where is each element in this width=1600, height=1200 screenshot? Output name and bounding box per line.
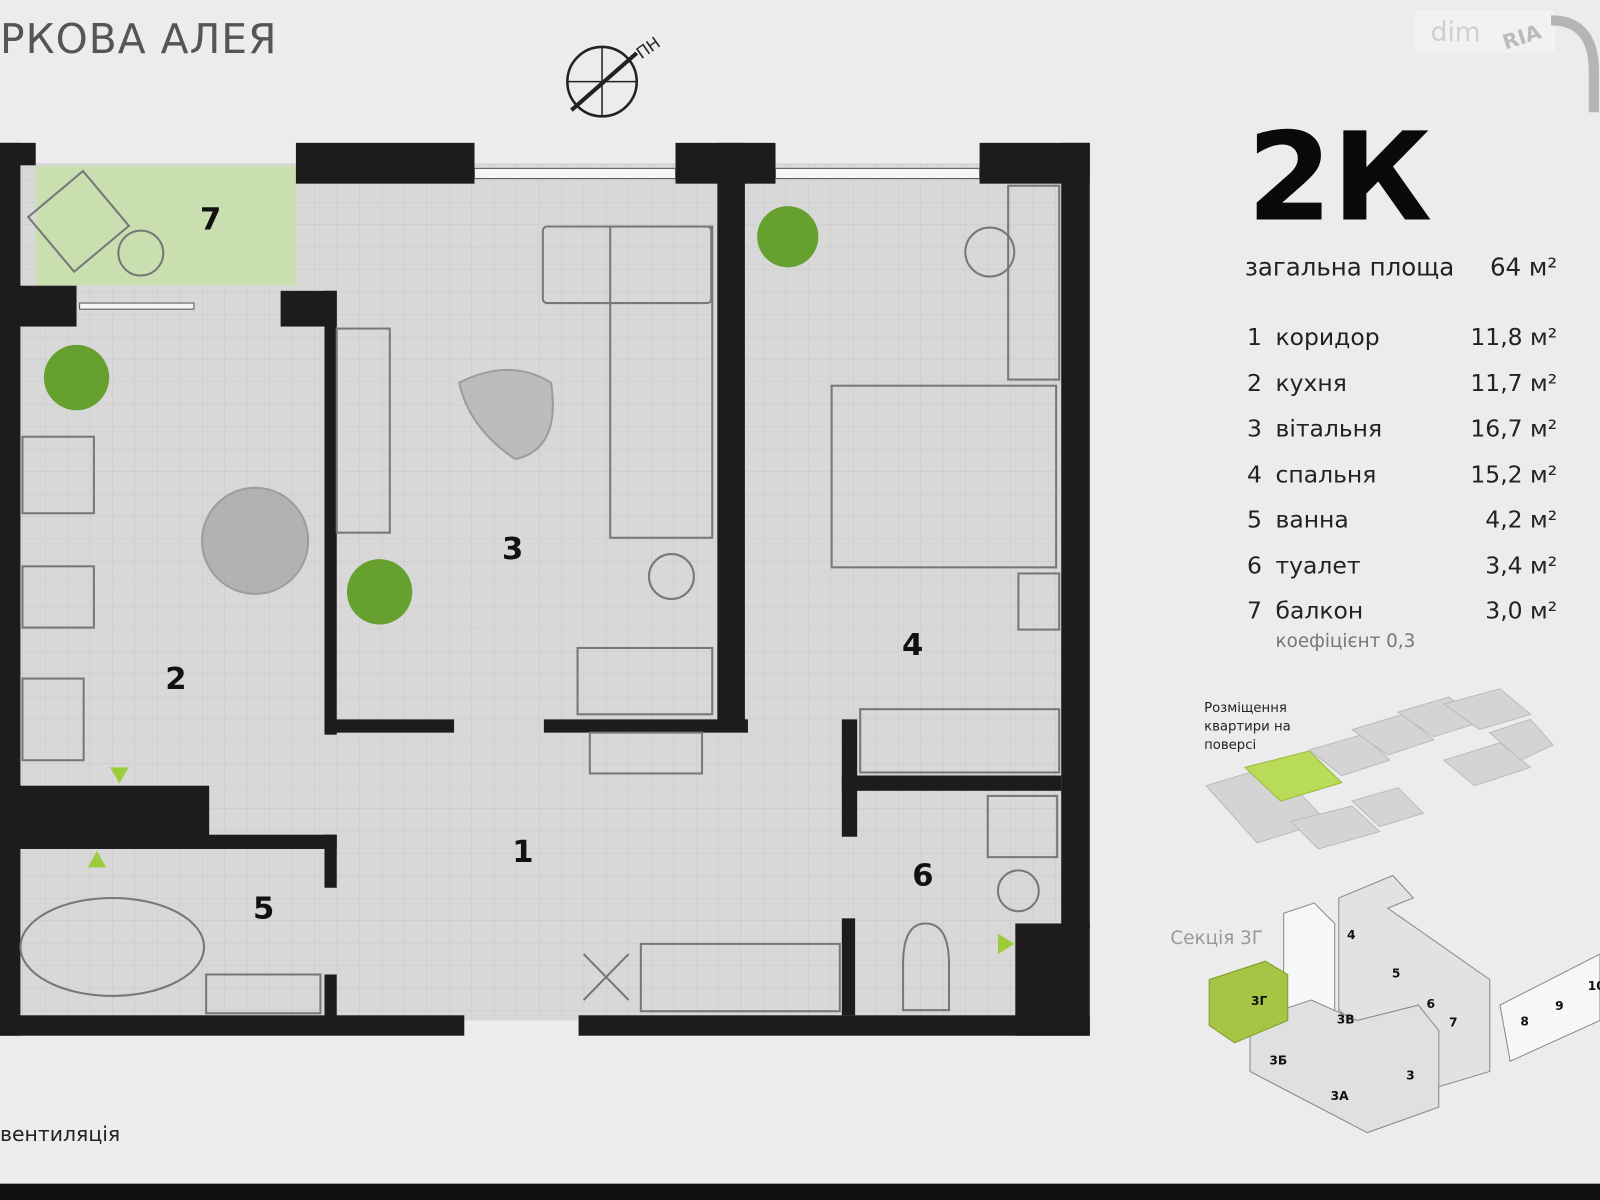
svg-text:8: 8 xyxy=(1520,1015,1529,1029)
svg-text:4: 4 xyxy=(1247,461,1262,489)
svg-text:коридор: коридор xyxy=(1276,323,1380,351)
room-row: 3 вітальня 16,7 м² xyxy=(1247,415,1557,443)
room-number-7: 7 xyxy=(200,203,221,238)
apartment-highlight xyxy=(1243,750,1343,802)
total-area-value: 64 м² xyxy=(1490,253,1557,282)
total-area-label: загальна площа xyxy=(1245,253,1454,282)
svg-text:16,7 м²: 16,7 м² xyxy=(1470,415,1557,443)
project-title: РКОВА АЛЕЯ xyxy=(0,15,277,63)
svg-text:6: 6 xyxy=(1427,997,1436,1011)
balcony-floor xyxy=(35,166,296,286)
svg-text:5: 5 xyxy=(1392,967,1401,981)
windows xyxy=(79,167,981,310)
svg-text:балкон: балкон xyxy=(1276,596,1364,624)
svg-text:dim: dim xyxy=(1431,17,1481,48)
svg-text:11,7 м²: 11,7 м² xyxy=(1470,369,1557,397)
svg-text:3А: 3А xyxy=(1331,1089,1350,1103)
balcony-coefficient: коефіцієнт 0,3 xyxy=(1276,631,1416,652)
svg-text:1: 1 xyxy=(1247,323,1262,351)
section-highlight xyxy=(1208,960,1289,1044)
room-number-2: 2 xyxy=(165,662,186,697)
walls xyxy=(0,142,1090,1036)
room-row: 1 коридор 11,8 м² xyxy=(1247,323,1557,351)
room-number-3: 3 xyxy=(502,532,523,567)
floor-placement-diagram: Розміщення квартири на поверсі xyxy=(1204,688,1554,850)
room-number-5: 5 xyxy=(253,891,274,926)
room-row: 5 ванна 4,2 м² xyxy=(1247,506,1557,534)
room-row: 7 балкон 3,0 м² xyxy=(1247,596,1557,624)
svg-text:ванна: ванна xyxy=(1276,506,1349,534)
svg-text:6: 6 xyxy=(1247,551,1262,579)
section-label: Секція 3Г xyxy=(1170,928,1263,949)
svg-text:вітальня: вітальня xyxy=(1276,415,1383,443)
room-row: 2 кухня 11,7 м² xyxy=(1247,369,1557,397)
ventilation-legend: вентиляція xyxy=(0,1122,120,1146)
furniture xyxy=(19,169,1061,1015)
svg-text:9: 9 xyxy=(1555,999,1564,1013)
watermark-logo: dim RIA xyxy=(1414,10,1599,113)
svg-text:7: 7 xyxy=(1247,596,1262,624)
svg-text:3,0 м²: 3,0 м² xyxy=(1485,596,1557,624)
svg-text:4: 4 xyxy=(1347,928,1356,942)
svg-text:7: 7 xyxy=(1449,1016,1458,1030)
svg-text:Розміщення: Розміщення xyxy=(1204,701,1287,716)
svg-text:5: 5 xyxy=(1247,506,1262,534)
svg-text:3: 3 xyxy=(1406,1069,1415,1083)
svg-text:кухня: кухня xyxy=(1276,369,1347,397)
apartment-type: 2К xyxy=(1247,105,1432,248)
svg-text:туалет: туалет xyxy=(1276,551,1361,579)
svg-text:11,8 м²: 11,8 м² xyxy=(1470,323,1557,351)
svg-text:спальня: спальня xyxy=(1276,461,1377,489)
room-list: 1 коридор 11,8 м² 2 кухня 11,7 м² 3 вітальня 1… xyxy=(1247,323,1557,652)
floor-area xyxy=(20,163,1072,1021)
svg-text:3,4 м²: 3,4 м² xyxy=(1485,551,1557,579)
room-row: 6 туалет 3,4 м² xyxy=(1247,551,1557,579)
room-number-4: 4 xyxy=(902,628,923,663)
svg-text:2: 2 xyxy=(1247,369,1262,397)
svg-text:15,2 м²: 15,2 м² xyxy=(1470,461,1557,489)
plants xyxy=(43,206,819,625)
svg-text:3: 3 xyxy=(1247,415,1262,443)
section-diagram: Секція 3Г 3Г 4 5 6 7 8 9 10 3В 3Б 3А 3 xyxy=(1170,874,1600,1134)
svg-text:3В: 3В xyxy=(1337,1012,1355,1026)
room-row: 4 спальня 15,2 м² xyxy=(1247,461,1557,489)
svg-text:3Б: 3Б xyxy=(1269,1053,1287,1067)
svg-text:поверсі: поверсі xyxy=(1204,738,1256,753)
svg-text:3Г: 3Г xyxy=(1251,994,1268,1008)
svg-text:4,2 м²: 4,2 м² xyxy=(1485,506,1557,534)
svg-text:квартири на: квартири на xyxy=(1204,720,1291,735)
svg-text:10: 10 xyxy=(1588,979,1600,993)
ventilation-markers xyxy=(87,767,1015,955)
room-number-1: 1 xyxy=(512,835,533,870)
room-number-6: 6 xyxy=(912,859,933,894)
